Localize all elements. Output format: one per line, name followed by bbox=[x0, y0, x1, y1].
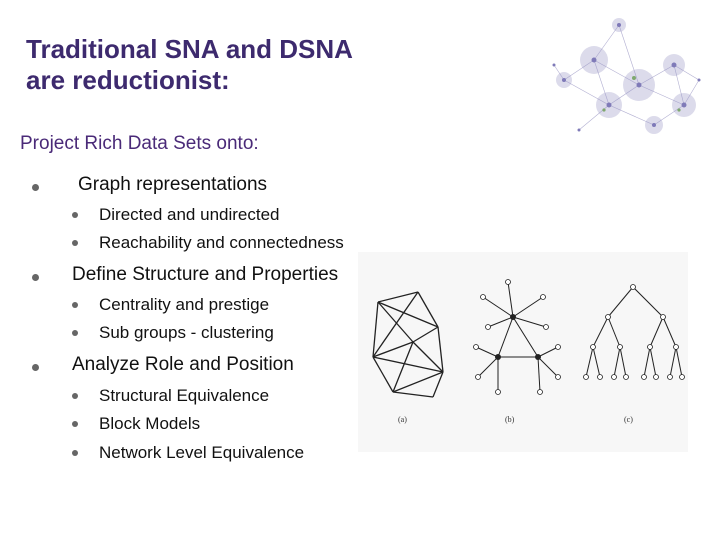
title-line-1: Traditional SNA and DSNA bbox=[26, 34, 353, 64]
graph-c-tree bbox=[585, 286, 683, 378]
bullet-role-position: Analyze Role and Position bbox=[72, 354, 294, 375]
graph-types-figure: (a) (b) (c) bbox=[358, 252, 688, 452]
sub-bullet-dot bbox=[72, 302, 78, 308]
network-graph-svg bbox=[552, 18, 701, 134]
graph-b-star bbox=[475, 281, 559, 393]
title-line-2: are reductionist: bbox=[26, 65, 230, 95]
bullet-dot bbox=[32, 364, 39, 371]
sub-bullet-subgroups: Sub groups - clustering bbox=[99, 323, 274, 342]
sub-bullet-dot bbox=[72, 212, 78, 218]
network-graph-image bbox=[534, 10, 714, 150]
bullet-dot bbox=[32, 274, 39, 281]
panel-label-a: (a) bbox=[398, 415, 407, 424]
bullet-dot bbox=[32, 184, 39, 191]
graph-types-svg: (a) (b) (c) bbox=[372, 279, 685, 424]
sub-bullet-dot bbox=[72, 330, 78, 336]
sub-bullet-network-equivalence: Network Level Equivalence bbox=[99, 443, 305, 462]
panel-label-c: (c) bbox=[624, 415, 633, 424]
sub-bullet-block-models: Block Models bbox=[99, 414, 201, 433]
sub-bullet-directed: Directed and undirected bbox=[99, 205, 280, 224]
panel-label-b: (b) bbox=[505, 415, 515, 424]
sub-bullet-dot bbox=[72, 240, 78, 246]
sub-bullet-dot bbox=[72, 450, 78, 456]
slide-title: Traditional SNA and DSNA are reductionis… bbox=[26, 34, 506, 96]
sub-bullet-dot bbox=[72, 393, 78, 399]
bullet-graph-representations: Graph representations bbox=[78, 174, 268, 195]
sub-bullet-centrality: Centrality and prestige bbox=[99, 295, 270, 314]
bullet-structure-properties: Define Structure and Properties bbox=[72, 264, 339, 285]
graph-a-mesh bbox=[372, 291, 444, 398]
slide-subtitle: Project Rich Data Sets onto: bbox=[20, 133, 259, 154]
sub-bullet-dot bbox=[72, 421, 78, 427]
sub-bullet-structural-equivalence: Structural Equivalence bbox=[99, 386, 270, 405]
sub-bullet-reachability: Reachability and connectedness bbox=[99, 233, 344, 252]
